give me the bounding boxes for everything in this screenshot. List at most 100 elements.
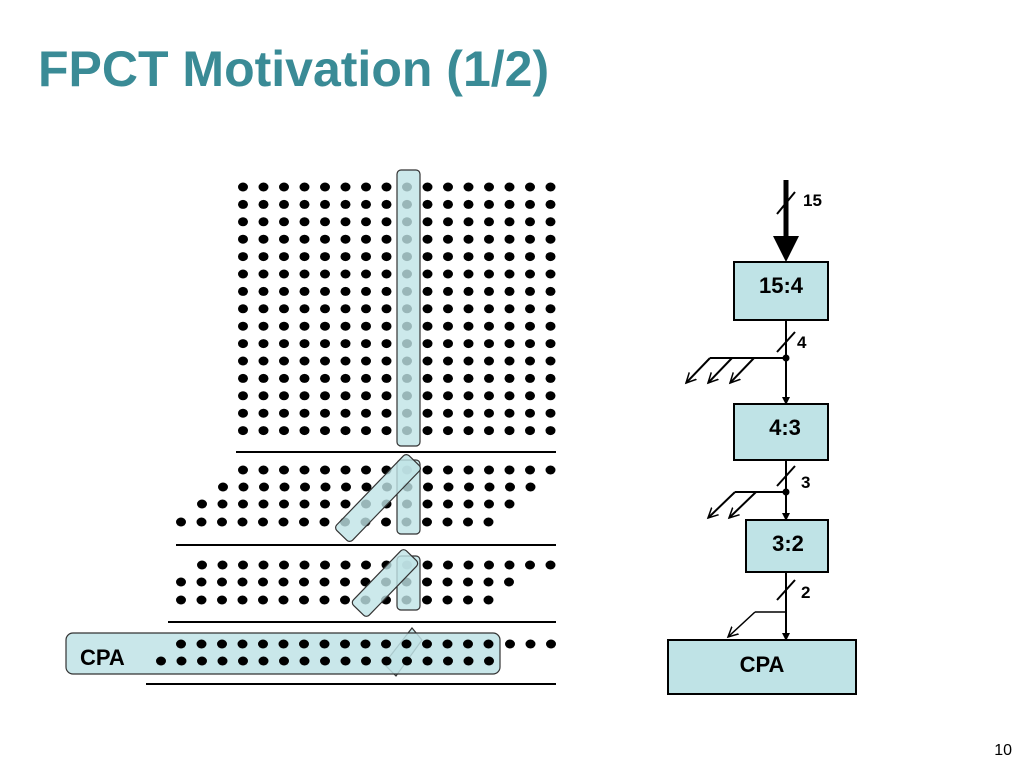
dot [525,408,535,418]
dot [299,499,310,509]
dot [463,639,473,649]
dot [361,391,371,401]
dot [443,234,453,244]
dot [361,373,371,383]
dot [381,339,392,349]
dot [238,356,248,366]
cpa-label: CPA [80,645,125,670]
dot [258,426,269,436]
dot [525,356,535,366]
dot [442,639,453,649]
dot [340,321,351,331]
dot [463,356,474,366]
dot [258,465,269,475]
dot [381,286,392,296]
dot [361,408,371,418]
dot [545,426,556,436]
dot [238,252,248,262]
dot [443,499,453,509]
dot [443,217,453,227]
dot [525,639,536,649]
dot [443,482,454,492]
dot [381,304,392,314]
dot [259,482,269,492]
dot [176,577,186,587]
dot [443,321,453,331]
dot-array: CPA [65,169,556,685]
dot [422,639,432,649]
dot [299,595,309,605]
dot [279,182,289,192]
dot [484,391,494,401]
dot [320,391,330,401]
dot [545,321,556,331]
dot [340,499,351,509]
dot [176,656,187,666]
dot [299,517,309,527]
dot [238,269,248,279]
dot [258,286,269,296]
dot [279,252,289,262]
bus-2-label: 2 [801,583,810,602]
column-highlight [396,169,421,447]
dot [443,269,453,279]
dot [238,217,248,227]
dot [422,560,433,570]
dot [504,408,515,418]
dot [361,656,371,666]
dot [381,656,392,666]
dot [299,182,310,192]
dot [341,482,351,492]
dot [320,286,330,296]
cpa-dots [156,639,494,666]
dot [525,465,535,475]
dot [525,252,535,262]
dot [320,304,330,314]
dot [217,595,227,605]
dot [422,656,433,666]
dot [484,482,495,492]
dot [545,465,556,475]
dot [299,408,310,418]
dot [545,252,556,262]
dot [463,373,474,383]
dot [504,304,515,314]
dot [381,199,392,209]
bus-width-tick [776,465,796,487]
dot [422,465,433,475]
dot [320,252,330,262]
dot [340,269,351,279]
dot [545,269,556,279]
dot [258,373,269,383]
dot [381,408,392,418]
dot [196,517,207,527]
dot [422,595,432,605]
dot [258,656,269,666]
dot [402,656,412,666]
dot [238,482,249,492]
dot [258,577,268,587]
dot [443,426,453,436]
dot [238,182,248,192]
dot [258,560,269,570]
dot [279,234,289,244]
dot [504,286,515,296]
dot [504,182,515,192]
dot [340,339,351,349]
dot [340,304,351,314]
dot [340,595,350,605]
dot-matrix [176,182,556,649]
dot [463,182,474,192]
dot [320,373,330,383]
dot [422,373,433,383]
carry-out-arrows [728,611,786,637]
dot [504,373,515,383]
dot [299,373,310,383]
dot [545,217,556,227]
dot [299,656,310,666]
dot [422,199,433,209]
slide-number: 10 [994,742,1012,759]
dot [238,391,248,401]
dot [525,560,535,570]
